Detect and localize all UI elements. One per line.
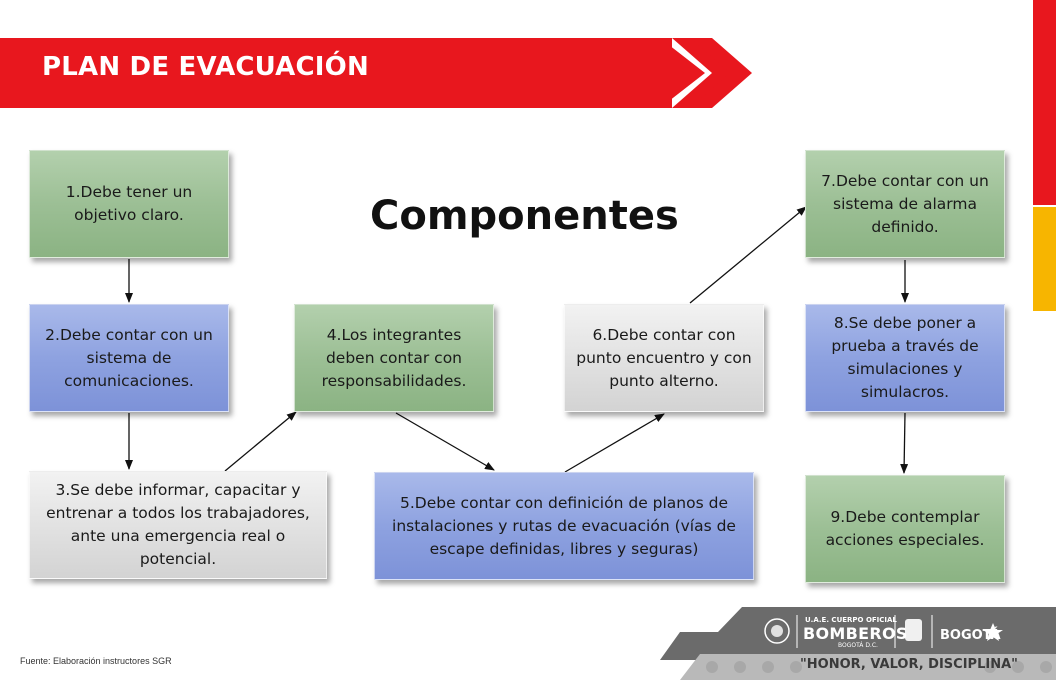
arrow-3-4 (224, 411, 297, 472)
shield-icon (905, 619, 922, 641)
star-icon (983, 623, 1003, 641)
component-4: 4.Los integrantes deben contar con respo… (294, 304, 494, 412)
component-8: 8.Se debe poner a prueba a través de sim… (805, 304, 1005, 412)
org-line-1: U.A.E. CUERPO OFICIAL (805, 616, 897, 624)
side-bar-red (1033, 0, 1056, 205)
footer-pattern (706, 661, 1052, 673)
diagram-heading: Componentes (370, 193, 679, 239)
source-note: Fuente: Elaboración instructores SGR (20, 656, 172, 666)
org-name: BOMBEROS (803, 624, 908, 643)
component-1: 1.Debe tener un objetivo claro. (29, 150, 229, 258)
component-7: 7.Debe contar con un sistema de alarma d… (805, 150, 1005, 258)
org-line-3: BOGOTÁ D.C. (838, 642, 878, 649)
component-1-text: 1.Debe tener un objetivo claro. (65, 183, 193, 224)
seal-icon (764, 618, 790, 644)
component-8-text: 8.Se debe poner a prueba a través de sim… (831, 314, 979, 401)
arrow-5-6 (564, 413, 665, 473)
component-9-text: 9.Debe contemplar acciones especiales. (825, 508, 985, 549)
component-9: 9.Debe contemplar acciones especiales. (805, 475, 1005, 583)
arrow-4-5 (395, 412, 495, 471)
arrow-8-9 (900, 412, 909, 474)
banner-chevrons (660, 38, 752, 108)
page-title: PLAN DE EVACUACIÓN (42, 52, 369, 82)
component-2-text: 2.Debe contar con un sistema de comunica… (45, 325, 213, 390)
component-2: 2.Debe contar con un sistema de comunica… (29, 304, 229, 412)
component-6: 6.Debe contar con punto encuentro y con … (564, 304, 764, 412)
arrow-6-7 (689, 206, 807, 304)
component-3-text: 3.Se debe informar, capacitar y entrenar… (46, 481, 310, 568)
component-7-text: 7.Debe contar con un sistema de alarma d… (821, 171, 989, 236)
city-logo: BOGOTÁ (940, 628, 1001, 643)
component-4-text: 4.Los integrantes deben contar con respo… (321, 325, 467, 390)
component-6-text: 6.Debe contar con punto encuentro y con … (576, 325, 752, 390)
side-bar-yellow (1033, 207, 1056, 311)
motto: "HONOR, VALOR, DISCIPLINA" (800, 657, 1018, 672)
header-banner (0, 38, 672, 108)
component-5: 5.Debe contar con definición de planos d… (374, 472, 754, 580)
component-5-text: 5.Debe contar con definición de planos d… (392, 493, 736, 558)
component-3: 3.Se debe informar, capacitar y entrenar… (29, 471, 327, 579)
